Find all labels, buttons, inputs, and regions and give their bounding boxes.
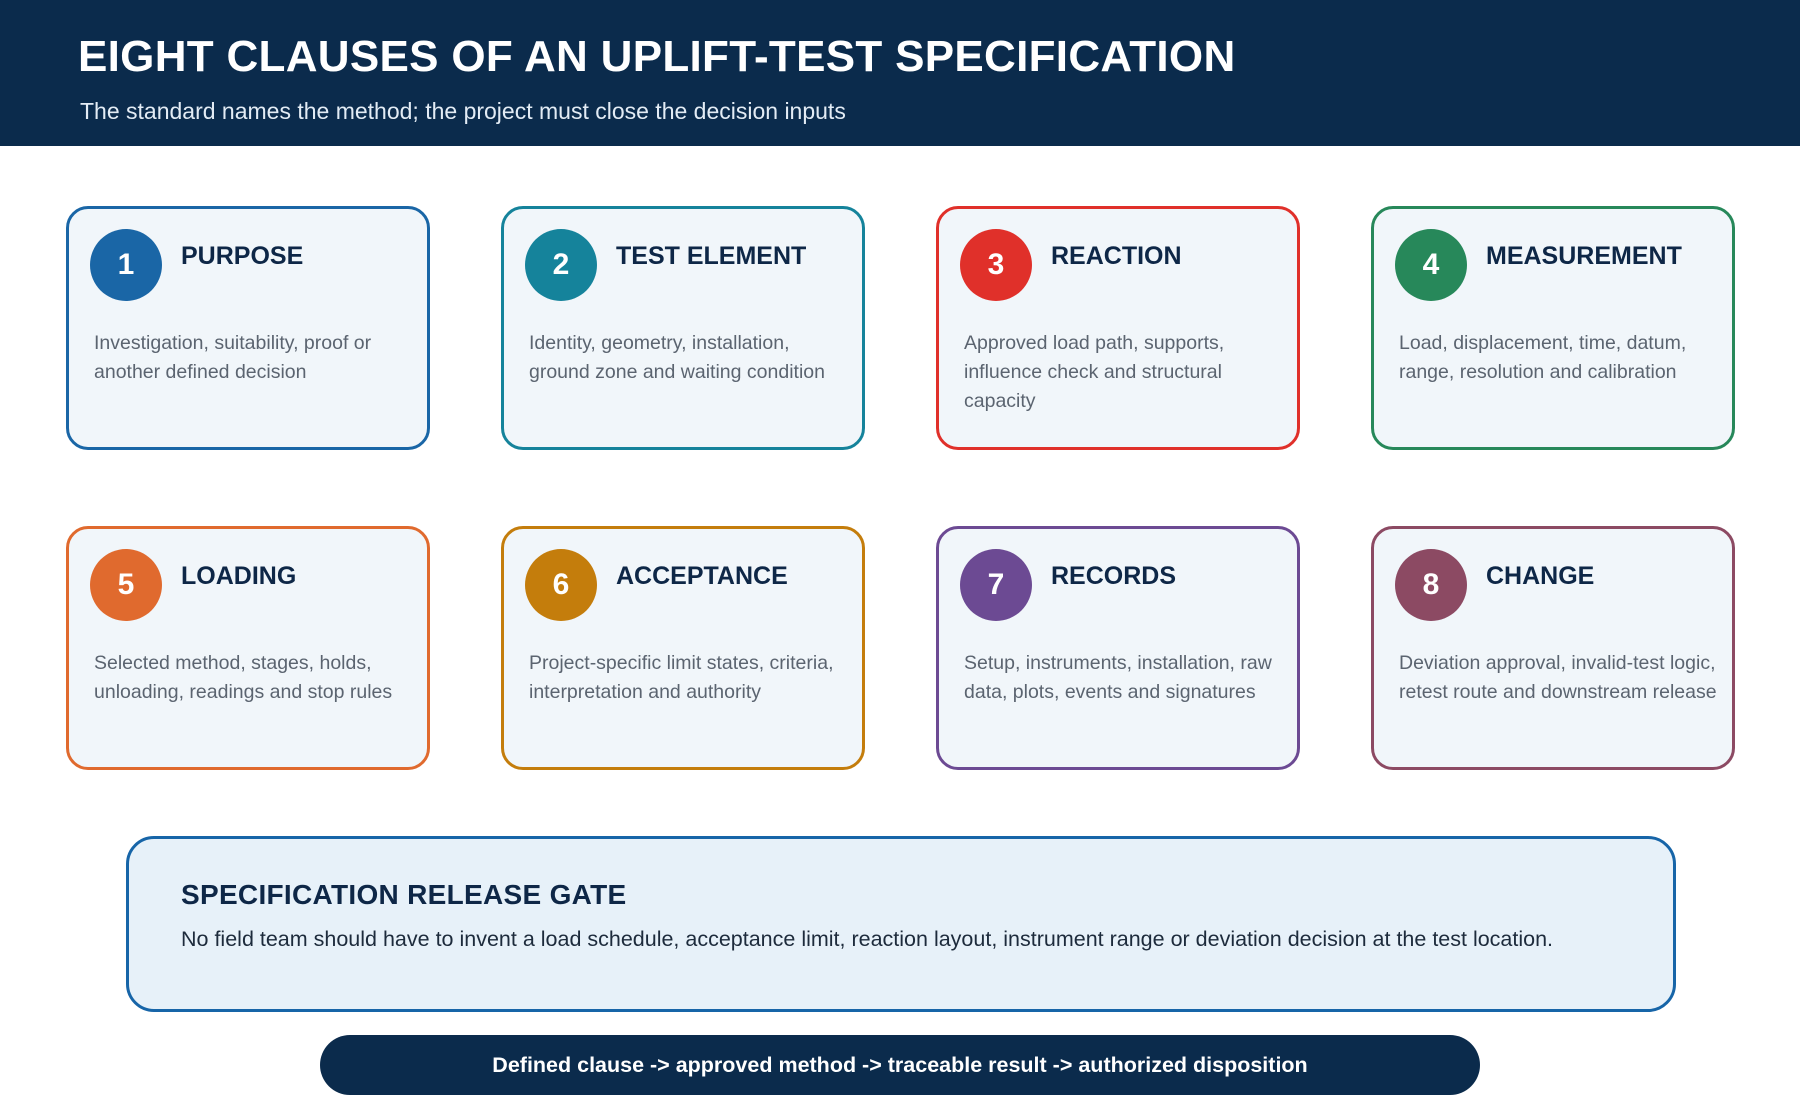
clause-card-purpose: 1 PURPOSE Investigation, suitability, pr… [66,206,430,450]
clause-number-badge: 8 [1395,549,1467,621]
clause-card-change: 8 CHANGE Deviation approval, invalid-tes… [1371,526,1735,770]
release-gate-title: SPECIFICATION RELEASE GATE [181,879,627,910]
clause-description: Project-specific limit states, criteria,… [529,652,834,703]
clause-title: ACCEPTANCE [616,562,788,590]
clause-description: Approved load path, supports, influence … [964,332,1225,412]
clause-title: RECORDS [1051,562,1177,590]
clause-number-badge: 3 [960,229,1032,301]
clause-title: MEASUREMENT [1486,242,1682,270]
clause-title: REACTION [1051,242,1182,270]
clause-card-records: 7 RECORDS Setup, instruments, installati… [936,526,1300,770]
clause-number-badge: 5 [90,549,162,621]
clause-description: Selected method, stages, holds, unloadin… [94,652,393,703]
clause-number-badge: 2 [525,229,597,301]
clause-description: Identity, geometry, installation, ground… [529,332,825,383]
clause-description: Deviation approval, invalid-test logic, … [1399,652,1717,703]
clause-number-badge: 6 [525,549,597,621]
clause-card-loading: 5 LOADING Selected method, stages, holds… [66,526,430,770]
clause-description: Investigation, suitability, proof or ano… [94,332,372,383]
process-flow-bar: Defined clause -> approved method -> tra… [320,1035,1480,1095]
clause-description: Setup, instruments, installation, raw da… [964,652,1272,703]
clause-card-acceptance: 6 ACCEPTANCE Project-specific limit stat… [501,526,865,770]
clause-card-test-element: 2 TEST ELEMENT Identity, geometry, insta… [501,206,865,450]
clause-card-measurement: 4 MEASUREMENT Load, displacement, time, … [1371,206,1735,450]
release-gate-panel: SPECIFICATION RELEASE GATE No field team… [126,836,1676,1012]
clause-number-badge: 1 [90,229,162,301]
clause-card-reaction: 3 REACTION Approved load path, supports,… [936,206,1300,450]
clause-number-badge: 4 [1395,229,1467,301]
clause-title: LOADING [181,562,297,590]
clause-title: TEST ELEMENT [616,242,807,270]
clause-title: PURPOSE [181,242,304,270]
page-title: EIGHT CLAUSES OF AN UPLIFT-TEST SPECIFIC… [78,32,1236,81]
clause-title: CHANGE [1486,562,1595,590]
release-gate-text: No field team should have to invent a lo… [181,927,1554,951]
clause-number-badge: 7 [960,549,1032,621]
header-banner: EIGHT CLAUSES OF AN UPLIFT-TEST SPECIFIC… [0,0,1800,146]
page-subtitle: The standard names the method; the proje… [80,98,846,124]
clause-description: Load, displacement, time, datum, range, … [1399,332,1687,383]
